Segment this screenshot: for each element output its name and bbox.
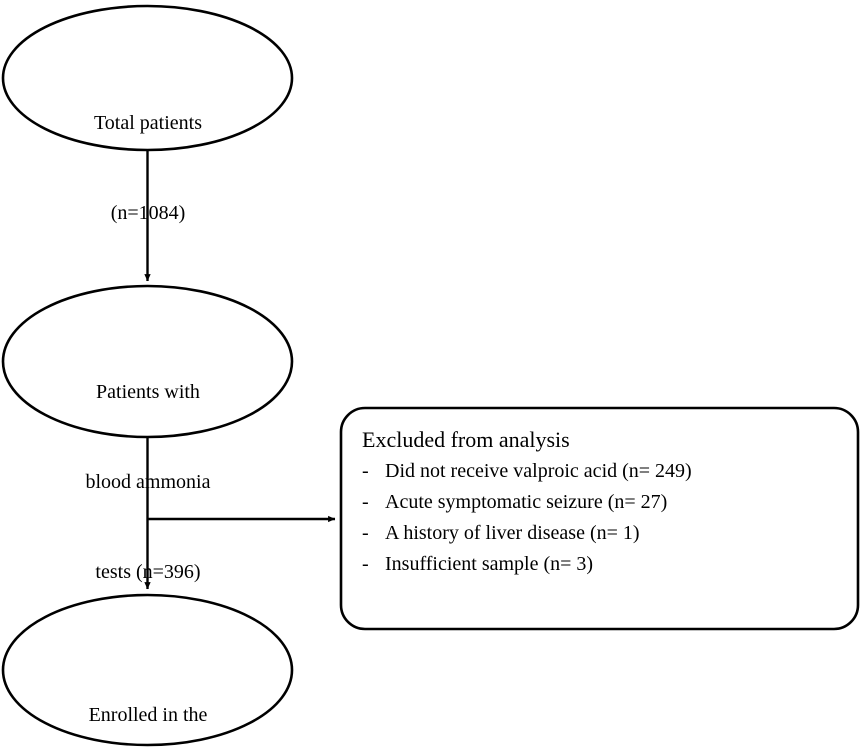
dash-bullet-icon: - bbox=[362, 491, 369, 513]
ammonia-tested-line-1: Patients with bbox=[96, 381, 200, 403]
dash-bullet-icon: - bbox=[362, 553, 369, 575]
total-patients-line-2: (n=1084) bbox=[110, 202, 186, 224]
excluded-reason-label: A history of liver disease (n= 1) bbox=[385, 522, 640, 544]
ellipse-enrolled-label: Enrolled in the study (n=116) bbox=[3, 640, 293, 750]
excluded-box-content: Excluded from analysis -Did not receive … bbox=[362, 424, 842, 580]
enrolled-line-1: Enrolled in the bbox=[88, 704, 208, 726]
excluded-reason-item: -A history of liver disease (n= 1) bbox=[362, 518, 842, 549]
excluded-reason-item: -Acute symptomatic seizure (n= 27) bbox=[362, 487, 842, 518]
excluded-reason-item: -Did not receive valproic acid (n= 249) bbox=[362, 456, 842, 487]
ammonia-tested-line-2: blood ammonia bbox=[85, 471, 211, 493]
total-patients-line-1: Total patients bbox=[93, 112, 203, 134]
excluded-reason-label: Insufficient sample (n= 3) bbox=[385, 553, 594, 575]
excluded-reason-item: -Insufficient sample (n= 3) bbox=[362, 549, 842, 580]
box-excluded-from-analysis bbox=[339, 406, 860, 631]
ellipse-total-patients-label: Total patients (n=1084) bbox=[3, 48, 293, 288]
dash-bullet-icon: - bbox=[362, 460, 369, 482]
excluded-reason-label: Acute symptomatic seizure (n= 27) bbox=[385, 491, 668, 513]
excluded-reason-label: Did not receive valproic acid (n= 249) bbox=[385, 460, 692, 482]
ellipse-ammonia-tested-label: Patients with blood ammonia tests (n=396… bbox=[3, 317, 293, 647]
excluded-box-title: Excluded from analysis bbox=[362, 427, 570, 452]
dash-bullet-icon: - bbox=[362, 522, 369, 544]
excluded-reason-list: -Did not receive valproic acid (n= 249)-… bbox=[362, 456, 842, 580]
ammonia-tested-line-3: tests (n=396) bbox=[95, 561, 201, 583]
ellipse-enrolled bbox=[1, 593, 294, 747]
